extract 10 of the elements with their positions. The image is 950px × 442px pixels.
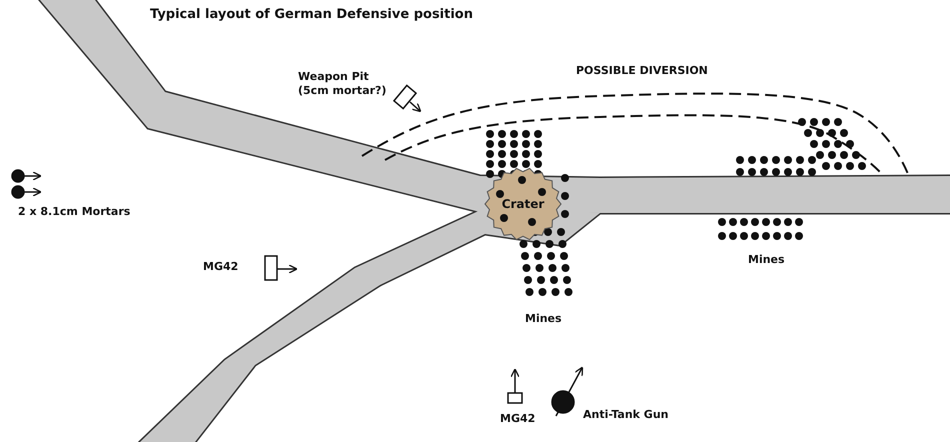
route-label: POSSIBLE DIVERSION <box>576 64 708 78</box>
part-label: MG42 <box>203 260 238 274</box>
part-label: Mines <box>748 253 785 267</box>
part-label: Weapon Pit (5cm mortar?) <box>298 70 388 98</box>
part-label: Mines <box>525 312 562 326</box>
node-label: Crater <box>500 197 546 211</box>
part-label: 2 x 8.1cm Mortars <box>18 205 130 219</box>
part-label: Anti-Tank Gun <box>583 408 668 422</box>
part-label: MG42 <box>500 412 536 426</box>
diagram-title: Typical layout of German Defensive position <box>150 8 473 22</box>
